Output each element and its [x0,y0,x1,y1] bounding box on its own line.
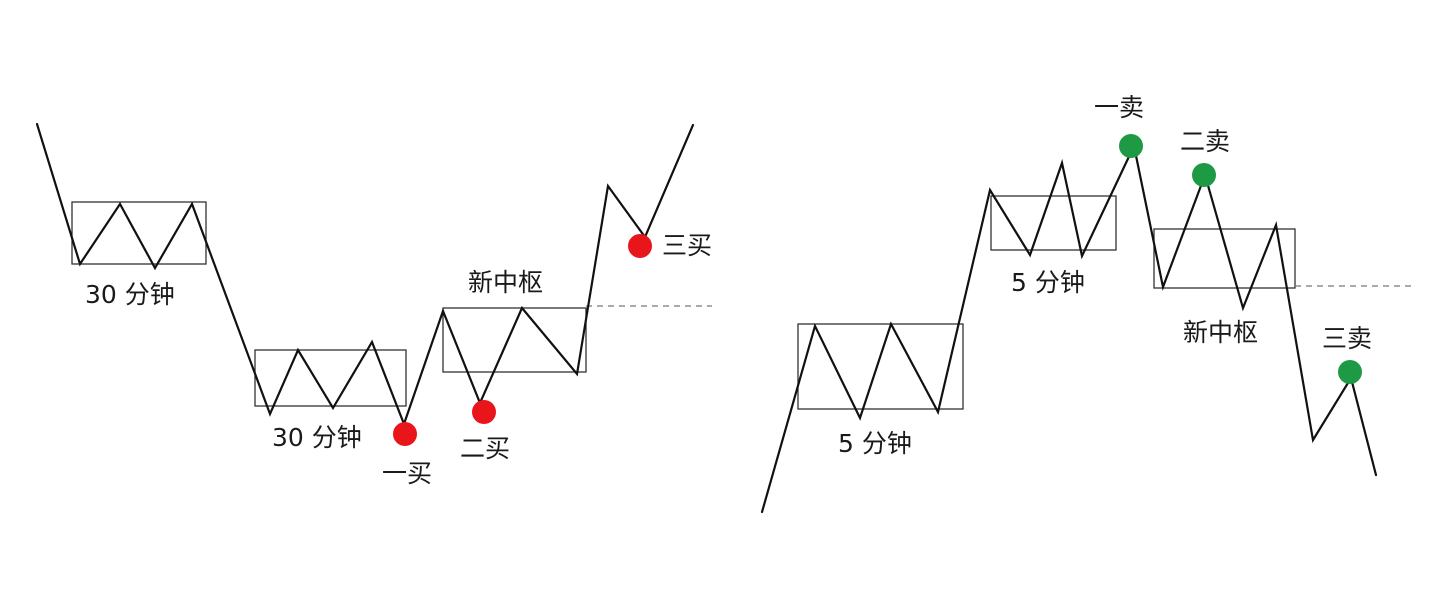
right-new-pivot-box [1153,228,1296,289]
left-buy1-label: 一买 [382,459,432,488]
left-pivot-box-2 [254,349,407,407]
left-buy2-label: 二买 [460,434,510,463]
left-box1-label: 30 分钟 [85,280,175,309]
right-sell3-dot [1338,360,1362,384]
left-new-pivot-label: 新中枢 [468,268,543,297]
right-box1-label: 5 分钟 [838,429,912,458]
right-pivot-box-2 [990,195,1117,251]
left-new-pivot-box [442,307,587,373]
left-price-path [35,122,695,428]
right-price-path [760,142,1378,514]
left-buy1-dot [393,422,417,446]
left-diagram: 30 分钟 30 分钟 新中枢 一买 二买 三买 [35,122,712,488]
left-buy2-dot [472,400,496,424]
right-diagram: 5 分钟 5 分钟 新中枢 一卖 二卖 三卖 [760,93,1414,514]
right-sell1-dot [1119,134,1143,158]
left-buy3-dot [628,234,652,258]
right-sell3-label: 三卖 [1322,324,1372,353]
right-pivot-box-1 [797,323,964,410]
right-sell1-label: 一卖 [1094,93,1144,122]
left-buy3-label: 三买 [662,231,712,260]
right-sell2-label: 二卖 [1180,127,1230,156]
right-sell2-dot [1192,163,1216,187]
right-box2-label: 5 分钟 [1011,268,1085,297]
left-pivot-box-1 [71,201,207,265]
right-new-pivot-label: 新中枢 [1183,318,1258,347]
left-box2-label: 30 分钟 [272,423,362,452]
